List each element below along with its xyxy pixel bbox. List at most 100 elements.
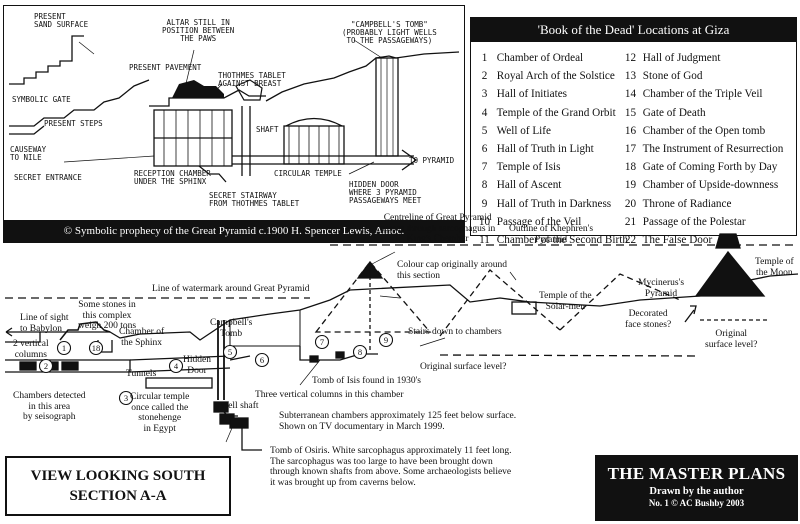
location-item: 19 Chamber of Upside-downness — [621, 176, 783, 194]
location-item: 5 Well of Life — [475, 122, 628, 140]
location-name: Hall of Initiates — [494, 88, 568, 101]
location-marker-circle — [314, 334, 330, 350]
view-title-line1: VIEW LOOKING SOUTH — [30, 468, 206, 484]
location-number: 2 — [481, 70, 488, 83]
circular-temple-label: Circular temple once called the stonehen… — [130, 392, 190, 434]
location-marker-circle — [254, 352, 270, 368]
location-name: Hall of Ascent — [494, 179, 562, 192]
location-number: 1 — [481, 52, 488, 64]
location-marker-number: 1 — [61, 342, 67, 353]
location-marker-number: 9 — [383, 334, 389, 345]
location-number: 19 — [624, 179, 637, 192]
location-name: Hall of Judgment — [640, 52, 721, 64]
location-item: 21 Passage of the Polestar — [621, 213, 783, 231]
location-marker-number: 18 — [91, 342, 101, 353]
location-item: 13 Stone of God — [621, 67, 783, 85]
location-number: 14 — [624, 88, 637, 101]
temple-moon-label: Temple of the Moon — [755, 257, 794, 278]
secret-entrance-label: Secret Entrance — [14, 173, 82, 182]
location-name: Stone of God — [640, 70, 703, 83]
circular-temple-sketch-label: Circular Temple — [274, 169, 342, 178]
location-marker-circle — [222, 344, 238, 360]
location-item: 11 Chamber of the Second Birth — [475, 231, 628, 249]
location-name: Well of Life — [494, 124, 551, 137]
location-item: 8 Hall of Ascent — [475, 176, 628, 194]
location-marker-circle — [38, 358, 54, 374]
location-marker-circle — [56, 340, 72, 356]
view-title-box: VIEW LOOKING SOUTH SECTION A-A — [5, 456, 231, 516]
location-number: 11 — [479, 233, 490, 246]
location-number: 20 — [624, 197, 637, 210]
altar-label: Altar still in position between the paws — [162, 18, 235, 43]
tunnels-label: Tunnels — [126, 369, 157, 379]
location-number: 16 — [624, 124, 637, 137]
thothmes-tablet-label: Thothmes Tablet against breast — [218, 71, 286, 88]
location-marker-number: 8 — [357, 346, 363, 357]
two-columns-label: 2 vertical columns — [13, 339, 49, 360]
sketch-caption: © Symbolic prophecy of the Great Pyramid… — [4, 220, 464, 242]
location-item: 9 Hall of Truth in Darkness — [475, 195, 628, 213]
location-number: 4 — [481, 106, 488, 119]
symbolic-gate-label: Symbolic Gate — [12, 95, 71, 104]
location-name: The False Door — [640, 233, 713, 246]
location-item: 2 Royal Arch of the Solstice — [475, 67, 628, 85]
location-name: Chamber of the Second Birth — [494, 233, 628, 246]
causeway-label: Causeway to Nile — [10, 145, 47, 162]
location-number: 17 — [624, 142, 637, 155]
shaft-label: Shaft — [256, 125, 279, 134]
location-marker-circle — [168, 358, 184, 374]
location-marker-circle — [352, 344, 368, 360]
master-copyright: No. 1 © AC Bushby 2003 — [648, 498, 745, 508]
sphinx-sketch-drawing — [9, 35, 460, 183]
decorated-stones-label: Decorated face stones? — [625, 309, 672, 330]
location-marker-number: 6 — [259, 354, 265, 365]
present-sand-surface-label: Present Sand Surface — [34, 12, 89, 29]
location-marker-number: 5 — [227, 346, 233, 357]
location-name: Passage of the Polestar — [640, 215, 746, 228]
solar-men-label: Temple of the Solar-men — [539, 291, 592, 312]
location-name: Hall of Truth in Light — [494, 142, 594, 155]
reception-chamber-label: Reception Chamber under the Sphinx — [134, 169, 211, 186]
campbells-tomb-sketch-label: "Campbell's Tomb" (Probably light wells … — [342, 20, 437, 45]
location-number: 3 — [481, 88, 488, 101]
original-level-right-label: Original surface level? — [705, 329, 758, 350]
location-name: Throne of Radiance — [640, 197, 732, 210]
colour-cap-label: Colour cap originally around this sectio… — [397, 260, 508, 281]
line-of-sight-label: Line of sight to Babylon — [20, 313, 69, 334]
centreline-label: Centreline of Great Pyramid passes throu… — [380, 213, 496, 244]
location-item: 7 Temple of Isis — [475, 158, 628, 176]
sphinx-sketch-panel: Present Sand Surface Altar still in posi… — [3, 5, 465, 243]
hidden-door-label: Hidden Door — [183, 355, 211, 376]
location-item: 10 Passage of the Veil — [475, 213, 628, 231]
location-number: 22 — [624, 233, 637, 246]
present-steps-label: Present Steps — [44, 119, 103, 128]
location-number: 7 — [481, 161, 488, 174]
location-number: 13 — [624, 70, 637, 83]
location-item: 17 The Instrument of Resurrection — [621, 140, 783, 158]
location-number: 6 — [481, 142, 488, 155]
hidden-door-sketch-label: Hidden Door where 3 Pyramid passageways … — [349, 180, 422, 205]
mycinerus-label: Mycinerus's Pyramid — [638, 278, 685, 299]
location-number: 5 — [481, 124, 488, 137]
locations-title: 'Book of the Dead' Locations at Giza — [471, 18, 796, 42]
campbells-tomb-label: Campbell's Tomb — [210, 318, 253, 339]
subterranean-label: Subterranean chambers approximately 125 … — [279, 411, 517, 432]
location-item: 16 Chamber of the Open tomb — [621, 122, 783, 140]
master-subtitle: Drawn by the author — [649, 486, 744, 497]
master-title: THE MASTER PLANS — [607, 464, 786, 483]
location-number: 15 — [624, 106, 637, 119]
location-item: 15 Gate of Death — [621, 104, 783, 122]
location-item: 20 Throne of Radiance — [621, 195, 783, 213]
chamber-sphinx-label: Chamber of the Sphinx — [119, 327, 165, 348]
watermark-label: Line of watermark around Great Pyramid — [152, 284, 310, 294]
three-columns-label: Three vertical columns in this chamber — [255, 390, 404, 400]
location-number: 9 — [481, 197, 488, 210]
location-item: 6 Hall of Truth in Light — [475, 140, 628, 158]
location-marker-number: 3 — [123, 392, 129, 403]
location-name: Gate of Death — [640, 106, 706, 119]
master-plans-box: THE MASTER PLANS Drawn by the author No.… — [595, 455, 798, 521]
